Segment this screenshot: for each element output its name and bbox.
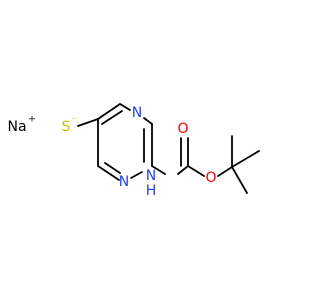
bond-ring-c6-n1 bbox=[119, 103, 131, 111]
bond-ring-c5-c6-inner bbox=[101, 110, 123, 125]
atom-labels: Na + S - N N N H O O bbox=[7, 105, 216, 199]
amide-hydrogen: H bbox=[146, 183, 157, 199]
bond-ring-inner-lower bbox=[104, 162, 121, 174]
sodium-label: Na bbox=[7, 119, 26, 135]
ring-nitrogen-bottom: N bbox=[119, 174, 129, 190]
bond-nh-carbonyl bbox=[177, 165, 189, 175]
molecule-canvas: Na + S - N N N H O O bbox=[7, 103, 260, 199]
sodium-charge: + bbox=[28, 115, 36, 125]
bond-ester-o-tbu bbox=[217, 166, 233, 177]
carbonyl-oxygen: O bbox=[177, 121, 188, 137]
bond-tbu-right-lower bbox=[231, 166, 248, 194]
sulfur-charge: - bbox=[72, 114, 75, 124]
bond-ring-n3-c4 bbox=[130, 171, 143, 179]
amide-nitrogen: N bbox=[146, 168, 156, 184]
bond-tbu-right-upper bbox=[231, 150, 260, 168]
bond-ring-n1-c2 bbox=[143, 117, 153, 125]
bond-ring-c4-c5-lower bbox=[97, 165, 120, 181]
ester-oxygen: O bbox=[205, 170, 216, 186]
bond-c2-nh bbox=[151, 165, 166, 175]
ring-nitrogen-top: N bbox=[132, 105, 142, 121]
bond-lines bbox=[77, 103, 260, 194]
bond-ring-c5-c6 bbox=[97, 103, 121, 120]
bond-carbonyl-ester-o bbox=[187, 165, 205, 177]
structure-diagram: Na + S - N N N H O O bbox=[7, 103, 260, 199]
sulfur-label: S bbox=[62, 119, 71, 135]
bond-s-ring bbox=[77, 118, 99, 127]
